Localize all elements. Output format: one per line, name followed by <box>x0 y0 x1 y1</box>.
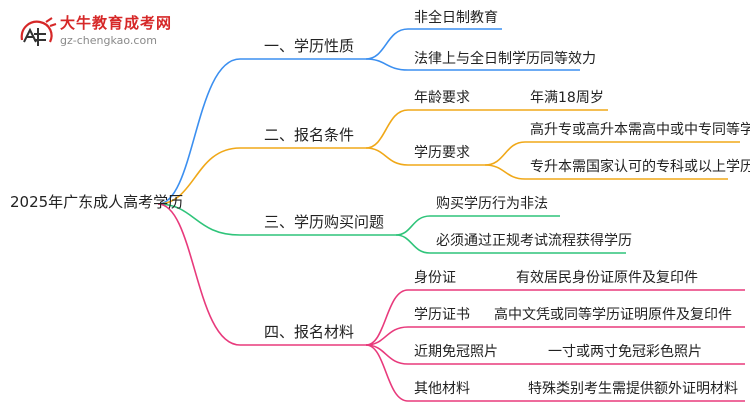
branch-1-child-2: 法律上与全日制学历同等效力 <box>414 51 596 67</box>
branch-2-child-2-leaf-2: 专升本需国家认可的专科或以上学历 <box>530 159 750 175</box>
branch-2-label: 二、报名条件 <box>264 126 355 144</box>
branch-4-child-3-leaf-1: 一寸或两寸免冠彩色照片 <box>548 344 702 360</box>
branch-3-child-1: 购买学历行为非法 <box>436 196 548 212</box>
branch-4-child-4: 其他材料 <box>414 381 470 397</box>
branch-3-connectors <box>157 203 626 254</box>
branch-4-child-3: 近期免冠照片 <box>414 344 498 360</box>
branch-2-child-2: 学历要求 <box>414 145 470 161</box>
site-logo[interactable]: 大牛教育成考网 gz-chengkao.com <box>6 10 186 56</box>
branch-4-child-2-leaf-1: 高中文凭或同等学历证明原件及复印件 <box>494 307 732 323</box>
branch-2-child-2-leaf-1: 高升专或高升本需高中或中专同等学历 <box>530 122 750 138</box>
bull-logo-icon <box>20 17 57 46</box>
branch-4-connectors <box>157 203 745 402</box>
logo-url: gz-chengkao.com <box>60 34 157 47</box>
branch-4-child-1-leaf-1: 有效居民身份证原件及复印件 <box>516 270 698 286</box>
branch-1-label: 一、学历性质 <box>264 37 355 55</box>
logo-title: 大牛教育成考网 <box>60 14 173 32</box>
branch-3-label: 三、学历购买问题 <box>264 213 385 231</box>
branch-1-child-1: 非全日制教育 <box>414 10 498 26</box>
root-topic: 2025年广东成人高考学历 <box>10 193 184 211</box>
branch-2-child-1: 年龄要求 <box>414 90 470 106</box>
branch-2-connectors <box>157 109 740 205</box>
branch-3-child-2: 必须通过正规考试流程获得学历 <box>436 233 632 249</box>
branch-4-label: 四、报名材料 <box>264 323 355 341</box>
branch-4-child-2: 学历证书 <box>414 307 470 323</box>
branch-4-child-1: 身份证 <box>414 270 456 286</box>
branch-1-connectors <box>157 28 580 205</box>
branch-2-child-1-leaf-1: 年满18周岁 <box>530 90 604 106</box>
branch-4-child-4-leaf-1: 特殊类别考生需提供额外证明材料 <box>528 381 738 397</box>
